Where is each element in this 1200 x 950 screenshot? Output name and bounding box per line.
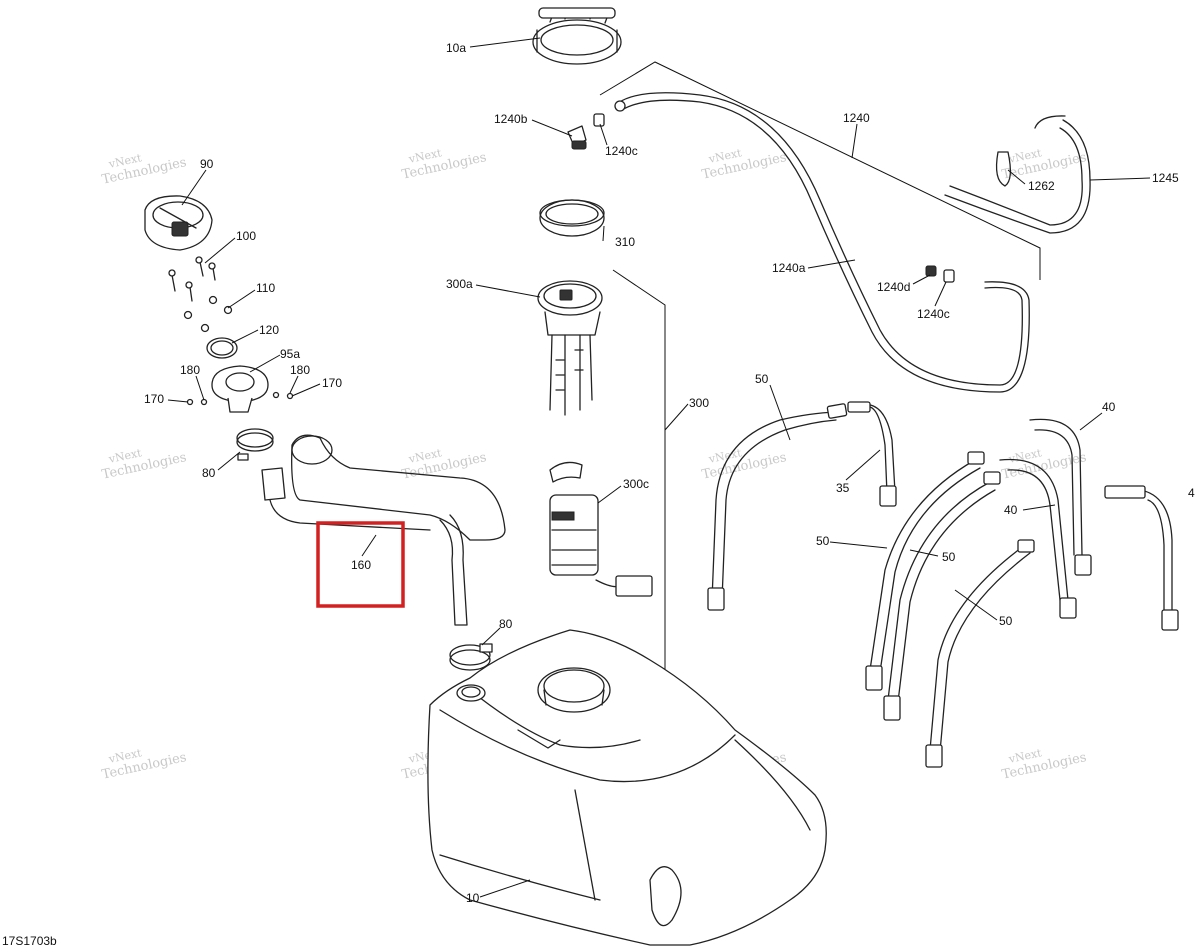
filler-flange-part xyxy=(211,365,269,413)
callout-1240b[interactable]: 1240b xyxy=(494,112,528,126)
callout-1240c[interactable]: 1240c xyxy=(605,144,638,158)
callout-50[interactable]: 50 xyxy=(755,372,769,386)
callout-95a[interactable]: 95a xyxy=(280,347,300,361)
callout-300[interactable]: 300 xyxy=(689,396,709,410)
fuel-cap-part xyxy=(144,195,213,251)
callout-300a[interactable]: 300a xyxy=(446,277,473,291)
callout-300c[interactable]: 300c xyxy=(623,477,649,491)
callout-180[interactable]: 180 xyxy=(290,363,310,377)
callout-50[interactable]: 50 xyxy=(942,550,956,564)
callout-1262[interactable]: 1262 xyxy=(1028,179,1055,193)
hose-clamp-upper-part xyxy=(236,428,274,461)
callout-1240[interactable]: 1240 xyxy=(843,111,870,125)
fuel-pump-module-part xyxy=(549,461,653,597)
vent-hose-part xyxy=(614,92,1030,393)
highlight-box-160 xyxy=(316,521,405,608)
callout-100[interactable]: 100 xyxy=(236,229,256,243)
callout-80[interactable]: 80 xyxy=(202,466,216,480)
lock-ring-part xyxy=(532,7,622,65)
fuel-pump-top-part xyxy=(537,280,603,416)
callout-4[interactable]: 4 xyxy=(1188,486,1195,500)
callout-110[interactable]: 110 xyxy=(256,281,275,295)
filler-hose-part xyxy=(261,434,506,626)
callout-180[interactable]: 180 xyxy=(180,363,200,377)
callout-90[interactable]: 90 xyxy=(200,157,214,171)
callout-310[interactable]: 310 xyxy=(615,235,635,249)
callout-50[interactable]: 50 xyxy=(816,534,830,548)
drawing-code: 17S1703b xyxy=(2,934,57,948)
callout-80[interactable]: 80 xyxy=(499,617,513,631)
pump-seal-ring-part xyxy=(539,199,605,237)
callout-120[interactable]: 120 xyxy=(259,323,279,337)
callout-1240d[interactable]: 1240d xyxy=(877,280,910,294)
callout-35[interactable]: 35 xyxy=(836,481,850,495)
screws-part xyxy=(168,256,216,302)
callout-50[interactable]: 50 xyxy=(999,614,1013,628)
callout-1245[interactable]: 1245 xyxy=(1152,171,1179,185)
callout-170[interactable]: 170 xyxy=(322,376,342,390)
hose-clamp-lower-part xyxy=(449,643,493,671)
cable-tie-part xyxy=(995,151,1012,187)
callout-labels: 10a 1240b 1240c 1240 1245 1262 90 100 11… xyxy=(144,41,1195,905)
callout-1240c[interactable]: 1240c xyxy=(917,307,950,321)
nuts-part xyxy=(183,295,233,333)
callout-1240a[interactable]: 1240a xyxy=(772,261,806,275)
gasket-part xyxy=(206,337,238,359)
callout-40[interactable]: 40 xyxy=(1102,400,1116,414)
fuel-tank-part xyxy=(427,629,827,946)
callout-10[interactable]: 10 xyxy=(466,891,480,905)
callout-170[interactable]: 170 xyxy=(144,392,164,406)
callout-10a[interactable]: 10a xyxy=(446,41,466,55)
vent-fittings-part xyxy=(567,113,605,150)
tank-straps-part xyxy=(707,401,1179,768)
callout-160[interactable]: 160 xyxy=(351,558,371,572)
callout-40[interactable]: 40 xyxy=(1004,503,1018,517)
breather-hose-part xyxy=(944,115,1091,234)
vent-fittings-lower-part xyxy=(925,265,955,283)
hose-assembly-bracket xyxy=(599,61,1041,280)
leader-lines xyxy=(167,37,1151,898)
